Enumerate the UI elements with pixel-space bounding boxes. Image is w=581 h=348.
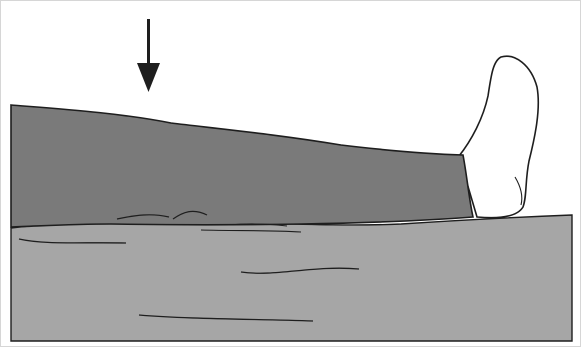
down-arrow-icon [137, 19, 160, 92]
bare-foot [459, 56, 538, 217]
trouser-fill [11, 105, 473, 227]
arrow-head [137, 63, 160, 92]
surface-fill [11, 215, 572, 341]
foot-outline [459, 56, 538, 217]
arrow-shaft [147, 19, 150, 67]
trouser-leg [11, 105, 473, 227]
surface [11, 215, 572, 341]
